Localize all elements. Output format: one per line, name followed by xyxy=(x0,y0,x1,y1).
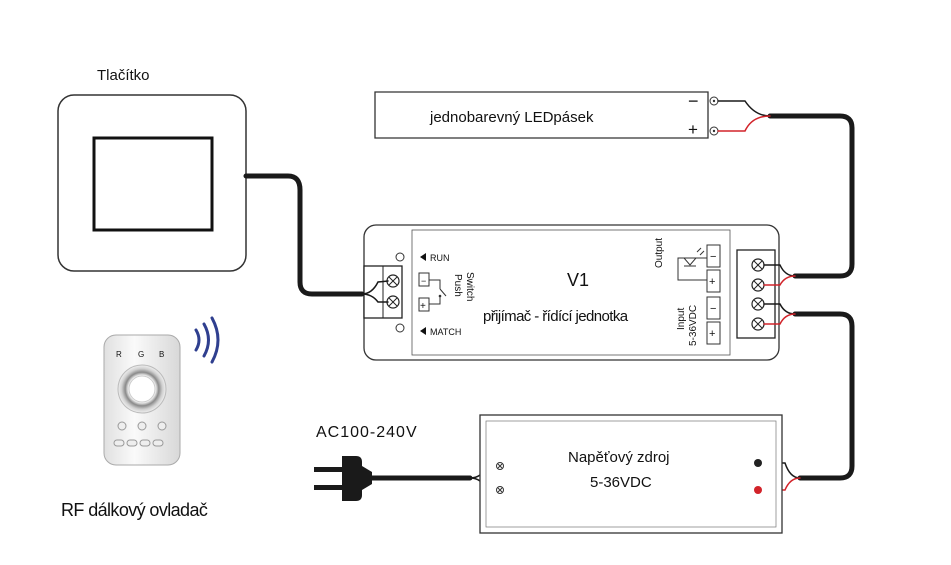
switch-label: Switch xyxy=(464,272,475,301)
remote-label: RF dálkový ovladač xyxy=(61,500,208,520)
remote-b-label: B xyxy=(159,350,164,359)
psu-voltage: 5-36VDC xyxy=(590,474,652,491)
psu-minus-pad xyxy=(754,459,762,467)
output-label: Output xyxy=(654,238,665,268)
in-minus: − xyxy=(710,303,716,315)
led-strip-label: jednobarevný LEDpásek xyxy=(429,109,594,126)
power-supply: Napěťový zdroj 5-36VDC xyxy=(479,414,783,534)
match-label: MATCH xyxy=(430,327,461,337)
controller-v1: RUN MATCH − + Push Switch V1 přijímač - … xyxy=(363,224,780,361)
ac-voltage-label: AC100-240V xyxy=(316,424,418,441)
in-plus: + xyxy=(709,328,715,340)
wall-button xyxy=(57,94,247,272)
ac-plug-icon xyxy=(314,456,372,501)
button-label: Tlačítko xyxy=(97,67,150,84)
input-voltage-label: 5-36VDC xyxy=(688,305,699,346)
push-minus: − xyxy=(421,276,426,286)
led-minus-sign: − xyxy=(688,91,699,111)
run-label: RUN xyxy=(430,253,450,263)
psu-plus-pad xyxy=(754,486,762,494)
out-minus: − xyxy=(710,251,716,263)
led-plus-sign: + xyxy=(688,120,698,139)
input-label: Input xyxy=(676,308,687,330)
led-strip: jednobarevný LEDpásek − + xyxy=(374,91,719,139)
diode-icon xyxy=(677,247,707,281)
wires xyxy=(243,100,855,491)
push-label: Push xyxy=(452,274,463,297)
controller-name: přijímač - řídící jednotka xyxy=(483,308,629,325)
match-led xyxy=(395,323,405,333)
controller-model: V1 xyxy=(567,270,589,290)
rf-waves-icon xyxy=(194,316,220,364)
run-led xyxy=(395,252,405,262)
psu-name: Napěťový zdroj xyxy=(568,449,670,466)
remote-r-label: R xyxy=(116,350,122,359)
output-input-terminal-block xyxy=(736,249,776,339)
out-plus: + xyxy=(709,276,715,288)
push-plus: + xyxy=(420,301,426,312)
remote-g-label: G xyxy=(138,350,144,359)
rf-remote-icon: R G B xyxy=(103,334,181,466)
